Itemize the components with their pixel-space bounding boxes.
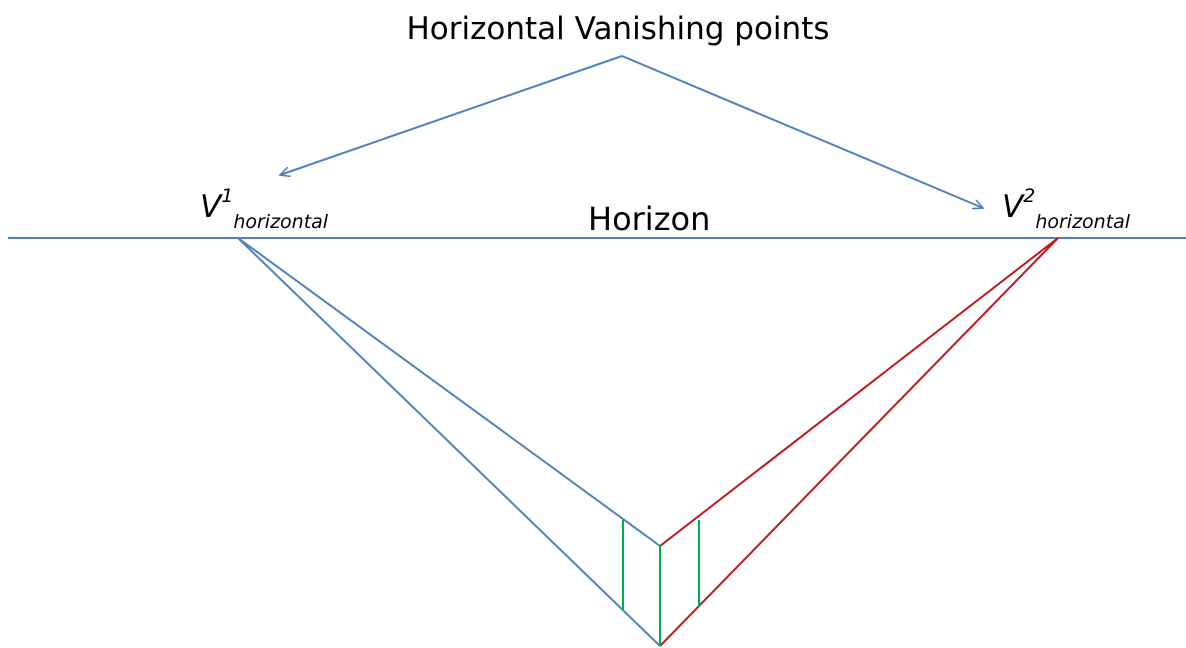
vanishing-point-1-label: V1 horizontal	[200, 186, 328, 232]
vp2-letter: V	[1002, 189, 1024, 225]
vp2-top-line	[659, 237, 1059, 547]
vp2-bottom-line	[659, 237, 1059, 647]
horizon-label: Horizon	[588, 200, 711, 238]
vp2-subscript: horizontal	[1035, 211, 1131, 234]
vanishing-point-2-label: V2 horizontal	[1002, 186, 1130, 232]
vp1-subscript: horizontal	[233, 211, 329, 234]
vp2-superscript: 2	[1023, 184, 1036, 207]
arrow-to-vp2	[621, 55, 983, 208]
vp1-superscript: 1	[221, 184, 234, 207]
vp1-bottom-line	[237, 237, 661, 647]
vp1-letter: V	[200, 189, 222, 225]
vp1-top-line	[237, 237, 661, 547]
diagram-title: Horizontal Vanishing points	[406, 11, 830, 47]
arrow-to-vp1	[280, 55, 623, 175]
